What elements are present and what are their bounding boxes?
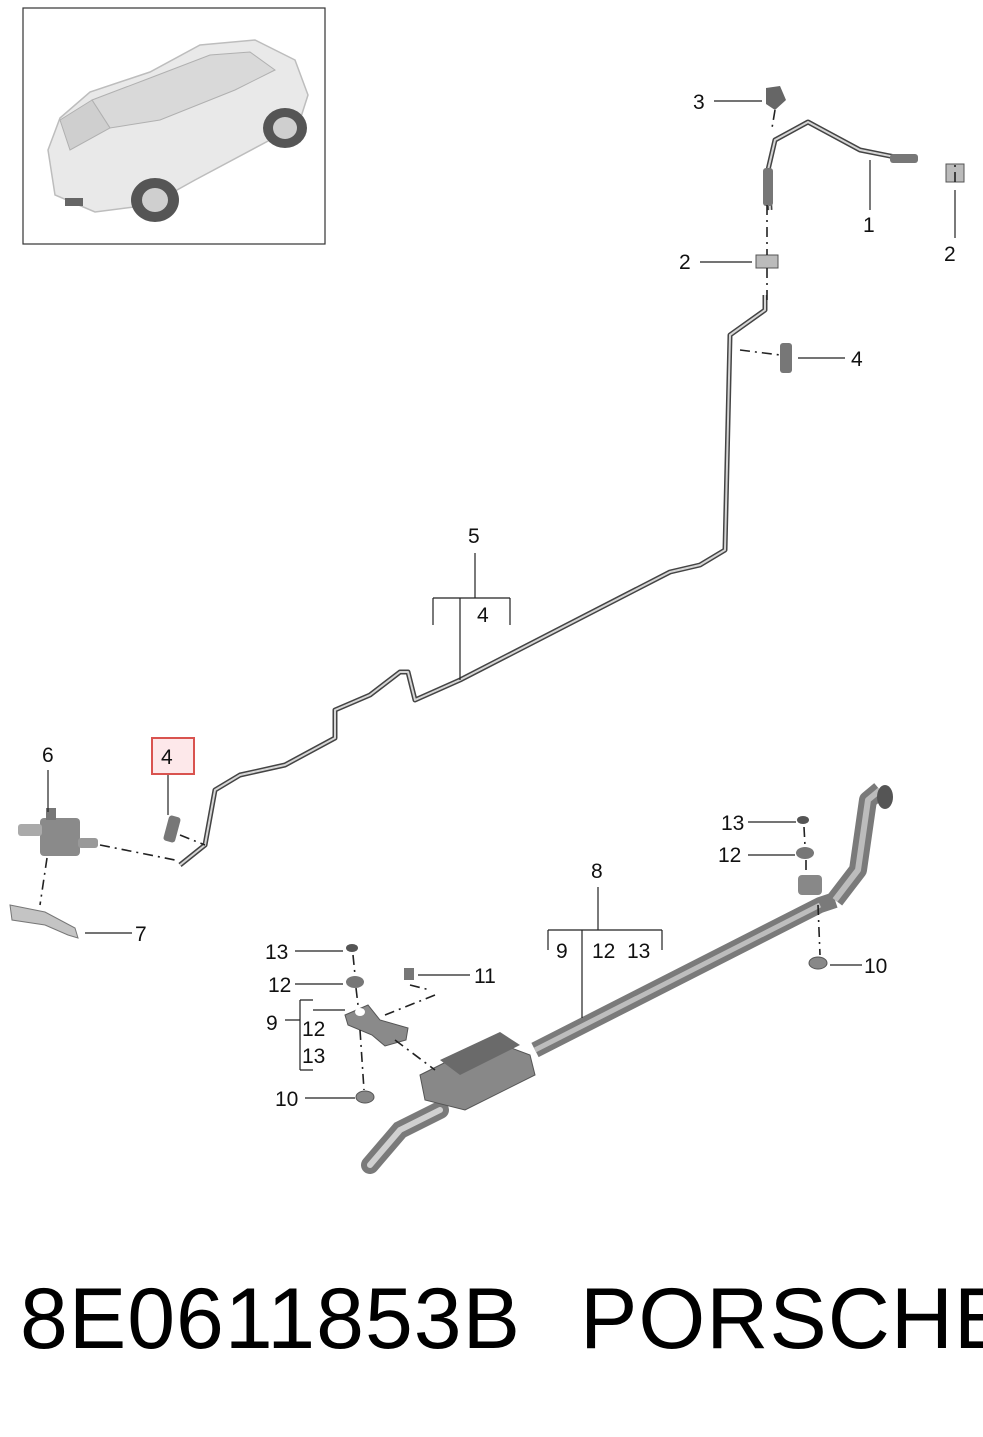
mount-hardware-right xyxy=(796,816,828,970)
sleeve-part-4-lower xyxy=(163,815,181,843)
leader-lines xyxy=(47,100,956,1099)
clip-part-2-center xyxy=(755,254,779,269)
callout-12-left-group[interactable]: 12 xyxy=(302,1018,325,1041)
callout-9-right[interactable]: 9 xyxy=(556,940,568,963)
callout-13-left[interactable]: 13 xyxy=(265,941,288,964)
callout-2-center[interactable]: 2 xyxy=(679,251,691,274)
callout-2-right[interactable]: 2 xyxy=(944,243,956,266)
callout-13-left-group[interactable]: 13 xyxy=(302,1045,325,1068)
brand-name: PORSCHE xyxy=(580,1271,983,1367)
sleeve-part-4-top xyxy=(780,343,792,373)
callout-13-right[interactable]: 13 xyxy=(721,812,744,835)
vehicle-thumbnail xyxy=(22,7,326,245)
callout-9-left[interactable]: 9 xyxy=(266,1012,278,1035)
callout-12-right-group[interactable]: 12 xyxy=(592,940,615,963)
callout-8[interactable]: 8 xyxy=(591,860,603,883)
callout-4-top[interactable]: 4 xyxy=(851,348,863,371)
car-icon xyxy=(47,39,309,222)
callout-5[interactable]: 5 xyxy=(468,525,480,548)
part-number: 8E0611853B xyxy=(20,1271,521,1367)
callout-4-middle[interactable]: 4 xyxy=(477,604,489,627)
callout-11[interactable]: 11 xyxy=(474,965,496,988)
callout-labels: 3 1 2 2 4 5 4 4 6 7 8 9 12 13 13 12 9 12… xyxy=(42,91,956,1111)
callout-6[interactable]: 6 xyxy=(42,744,54,767)
callout-1[interactable]: 1 xyxy=(863,214,875,237)
mount-hardware-left xyxy=(344,944,414,1104)
callout-13-right-group[interactable]: 13 xyxy=(627,940,650,963)
callout-4-selected[interactable]: 4 xyxy=(161,746,173,769)
fuel-line-assembly xyxy=(178,119,918,867)
callout-12-right[interactable]: 12 xyxy=(718,844,741,867)
callout-7[interactable]: 7 xyxy=(135,923,147,946)
exhaust-assembly xyxy=(361,783,893,1174)
valve-part-6 xyxy=(18,808,98,856)
callout-10-left[interactable]: 10 xyxy=(275,1088,298,1111)
callout-3[interactable]: 3 xyxy=(693,91,705,114)
selected-part-highlight xyxy=(151,737,195,775)
callout-10-right[interactable]: 10 xyxy=(864,955,887,978)
alignment-lines xyxy=(39,109,956,1091)
callout-12-left[interactable]: 12 xyxy=(268,974,291,997)
clip-part-3 xyxy=(766,86,786,110)
bracket-part-7 xyxy=(9,904,79,939)
